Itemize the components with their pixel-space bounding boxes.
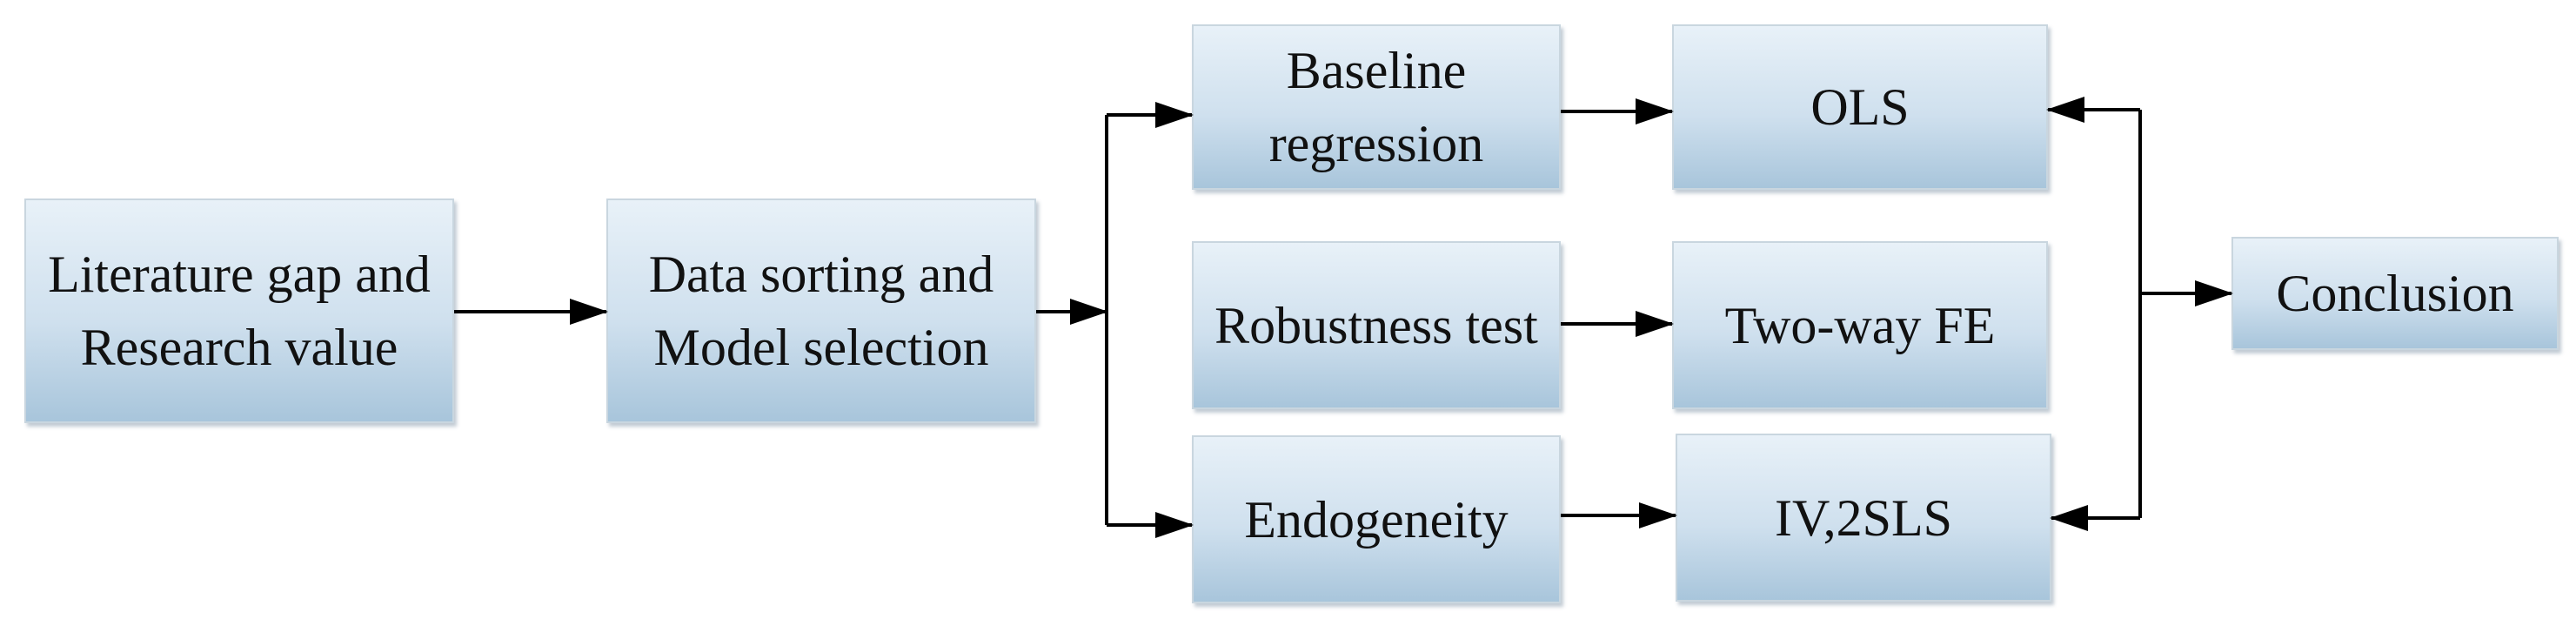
node-two-way-fe: Two-way FE <box>1672 241 2048 409</box>
node-two-way-fe-label: Two-way FE <box>1724 296 1996 354</box>
node-robustness-test-label: Robustness test <box>1214 296 1538 354</box>
node-baseline-regression-label: Baseline regression <box>1268 42 1484 172</box>
node-conclusion-label: Conclusion <box>2276 265 2514 322</box>
node-ols: OLS <box>1672 24 2048 190</box>
node-iv-2sls-label: IV,2SLS <box>1775 488 1952 547</box>
node-data-sorting-label: Data sorting and Model selection <box>648 246 994 376</box>
node-baseline-regression: Baseline regression <box>1192 24 1561 190</box>
node-literature-gap-label: Literature gap and Research value <box>48 246 431 376</box>
node-ols-label: OLS <box>1810 78 1910 136</box>
node-robustness-test: Robustness test <box>1192 241 1561 409</box>
node-literature-gap: Literature gap and Research value <box>24 199 454 423</box>
node-endogeneity: Endogeneity <box>1192 435 1561 603</box>
node-endogeneity-label: Endogeneity <box>1244 490 1509 549</box>
node-iv-2sls: IV,2SLS <box>1676 434 2051 602</box>
node-conclusion: Conclusion <box>2231 237 2559 350</box>
node-data-sorting: Data sorting and Model selection <box>606 199 1036 423</box>
